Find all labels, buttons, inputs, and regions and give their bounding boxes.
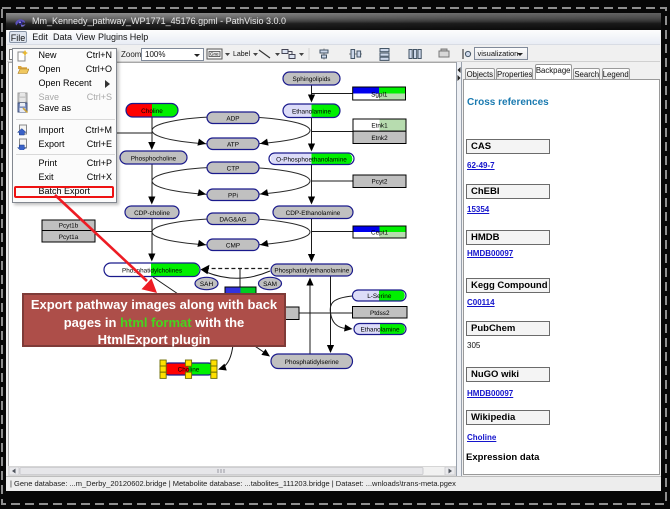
svg-text:L-Serine: L-Serine bbox=[367, 293, 392, 300]
svg-text:ADP: ADP bbox=[226, 115, 239, 122]
svg-text:Gne: Gne bbox=[210, 52, 219, 57]
svg-text:DAG&AG: DAG&AG bbox=[219, 216, 246, 223]
svg-text:Etnk2: Etnk2 bbox=[371, 135, 388, 142]
svg-text:Ptdss2: Ptdss2 bbox=[370, 310, 390, 317]
svg-text:Phosphatidylserine: Phosphatidylserine bbox=[285, 359, 339, 366]
svg-text:CDP-Ethanolamine: CDP-Ethanolamine bbox=[286, 210, 341, 217]
svg-text:Cept1: Cept1 bbox=[371, 230, 388, 237]
svg-text:ATP: ATP bbox=[227, 141, 239, 148]
svg-text:CTP: CTP bbox=[227, 165, 240, 172]
svg-text:SAH: SAH bbox=[200, 281, 214, 288]
svg-text:Sgpl1: Sgpl1 bbox=[371, 92, 388, 99]
svg-text:Pcyt1b: Pcyt1b bbox=[59, 223, 79, 230]
svg-text:Ethanolamine: Ethanolamine bbox=[360, 326, 400, 333]
svg-text:Phosphatidylethanolamine: Phosphatidylethanolamine bbox=[274, 267, 349, 274]
svg-text:Phosphocholine: Phosphocholine bbox=[131, 155, 177, 162]
svg-text:O-Phosphoethanolamine: O-Phosphoethanolamine bbox=[276, 156, 347, 163]
svg-text:Pcyt1a: Pcyt1a bbox=[59, 234, 79, 241]
svg-text:Label: Label bbox=[233, 51, 251, 58]
svg-text:Sphingolipids: Sphingolipids bbox=[292, 76, 330, 83]
svg-text:CDP-choline: CDP-choline bbox=[134, 210, 170, 217]
svg-text:SAM: SAM bbox=[263, 281, 277, 288]
svg-text:CMP: CMP bbox=[226, 242, 240, 249]
svg-text:Etnk1: Etnk1 bbox=[371, 122, 388, 129]
svg-text:Pcyt2: Pcyt2 bbox=[372, 179, 388, 186]
svg-text:Phosphatidylcholines: Phosphatidylcholines bbox=[122, 267, 182, 274]
svg-text:Ethanolamine: Ethanolamine bbox=[292, 108, 332, 115]
svg-text:PPi: PPi bbox=[228, 192, 238, 199]
svg-text:Choline: Choline bbox=[178, 366, 200, 373]
svg-text:Choline: Choline bbox=[141, 108, 163, 115]
